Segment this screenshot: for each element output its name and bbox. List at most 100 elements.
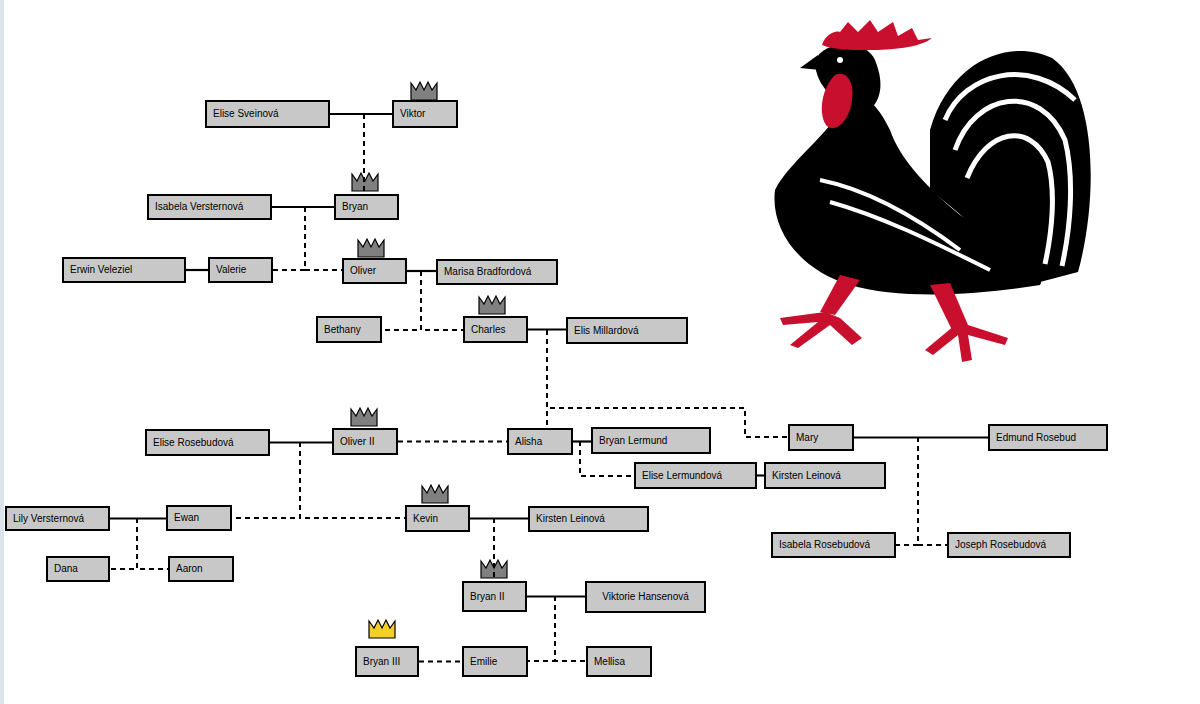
crown-icon <box>422 485 448 503</box>
person-box: Isabela Rosebudová <box>771 532 896 558</box>
descent-line <box>137 518 168 569</box>
descent-line <box>547 330 788 437</box>
person-name: Isabela Rosebudová <box>779 539 870 551</box>
rooster-leg <box>930 283 968 330</box>
person-name: Elise Rosebudová <box>153 437 234 449</box>
person-box: Oliver <box>342 258 407 284</box>
crown-icon <box>358 239 384 257</box>
person-box: Mellisa <box>586 646 652 677</box>
marriage-line <box>573 440 591 442</box>
person-name: Aaron <box>176 563 203 575</box>
marriage-line <box>272 206 334 208</box>
person-box: Oliver II <box>332 428 398 455</box>
person-name: Bryan <box>342 201 368 213</box>
rooster-body <box>774 95 1041 294</box>
marriage-line <box>186 269 208 271</box>
person-name: Kirsten Leinová <box>536 513 605 525</box>
rooster-comb <box>822 20 932 50</box>
person-box: Viktor <box>392 100 458 128</box>
person-box: Bryan Lermund <box>591 427 711 454</box>
person-box: Isabela Versternová <box>147 194 272 220</box>
person-box: Erwin Veleziel <box>62 257 186 283</box>
person-box: Bryan II <box>462 581 527 612</box>
person-name: Emilie <box>470 656 497 668</box>
person-box: Valerie <box>208 257 273 283</box>
person-name: Kirsten Leinová <box>772 470 841 482</box>
person-name: Elise Lermundová <box>642 470 722 482</box>
person-box: Marisa Bradfordová <box>436 259 558 285</box>
person-name: Lily Versternová <box>13 513 84 525</box>
rooster-foot <box>925 325 1008 362</box>
descent-line <box>493 518 495 581</box>
descent-line <box>528 596 555 661</box>
person-name: Elise Sveinová <box>213 108 279 120</box>
descent-line <box>110 518 137 569</box>
person-box: Elise Sveinová <box>205 100 330 128</box>
person-box: Elise Rosebudová <box>145 429 270 456</box>
descent-line <box>419 661 462 663</box>
crown-icon <box>369 620 395 638</box>
person-box: Bryan <box>334 194 399 220</box>
person-name: Joseph Rosebudová <box>955 539 1046 551</box>
rooster-beak <box>800 55 820 70</box>
person-name: Bryan III <box>363 656 400 668</box>
crown-icon <box>479 296 505 314</box>
person-box: Ewan <box>166 505 232 531</box>
person-name: Bryan Lermund <box>599 435 667 447</box>
rooster-eye <box>837 57 843 63</box>
marriage-line <box>470 517 528 519</box>
marriage-line <box>757 474 764 476</box>
person-box: Elis Millardová <box>566 317 688 344</box>
wing-stripe <box>830 202 990 270</box>
person-box: Viktorie Hansenová <box>585 581 706 613</box>
descent-line <box>273 207 305 270</box>
person-name: Viktorie Hansenová <box>602 591 689 603</box>
rooster-wattle <box>822 74 853 128</box>
crown-icon <box>351 408 377 426</box>
person-box: Lily Versternová <box>5 506 110 531</box>
person-name: Charles <box>471 324 505 336</box>
descent-line <box>918 437 947 545</box>
person-name: Erwin Veleziel <box>70 264 132 276</box>
person-name: Oliver <box>350 265 376 277</box>
crown-icon <box>411 82 437 100</box>
person-name: Dana <box>54 563 78 575</box>
person-box: Edmund Rosebud <box>988 424 1108 451</box>
person-name: Edmund Rosebud <box>996 432 1076 444</box>
person-box: Joseph Rosebudová <box>947 532 1071 558</box>
marriage-line <box>854 436 988 438</box>
person-name: Viktor <box>400 108 425 120</box>
person-name: Kevin <box>413 513 438 525</box>
descent-line <box>896 437 918 545</box>
person-name: Marisa Bradfordová <box>444 266 531 278</box>
person-box: Bryan III <box>355 646 419 677</box>
wing-stripe <box>820 180 960 250</box>
person-box: Dana <box>46 556 110 582</box>
crown-icons <box>351 82 507 638</box>
person-name: Bryan II <box>470 591 504 603</box>
person-name: Elis Millardová <box>574 325 638 337</box>
marriage-line <box>330 113 392 115</box>
person-box: Bethany <box>316 316 382 343</box>
page-edge <box>0 0 4 704</box>
descent-line <box>363 114 365 194</box>
descent-line <box>398 441 507 443</box>
person-name: Alisha <box>515 436 542 448</box>
person-name: Mellisa <box>594 656 625 668</box>
descent-line <box>555 596 586 661</box>
person-box: Emilie <box>462 646 528 677</box>
person-box: Aaron <box>168 556 234 582</box>
person-box: Kirsten Leinová <box>528 506 649 532</box>
person-name: Isabela Versternová <box>155 201 243 213</box>
person-box: Charles <box>463 316 528 343</box>
person-name: Oliver II <box>340 436 374 448</box>
person-box: Kevin <box>405 505 470 532</box>
person-box: Mary <box>788 424 854 451</box>
person-name: Valerie <box>216 264 246 276</box>
tail-stripe <box>945 75 1075 120</box>
person-name: Ewan <box>174 512 199 524</box>
person-box: Kirsten Leinová <box>764 462 886 489</box>
person-box: Alisha <box>507 428 573 455</box>
rooster-illustration <box>774 20 1090 362</box>
